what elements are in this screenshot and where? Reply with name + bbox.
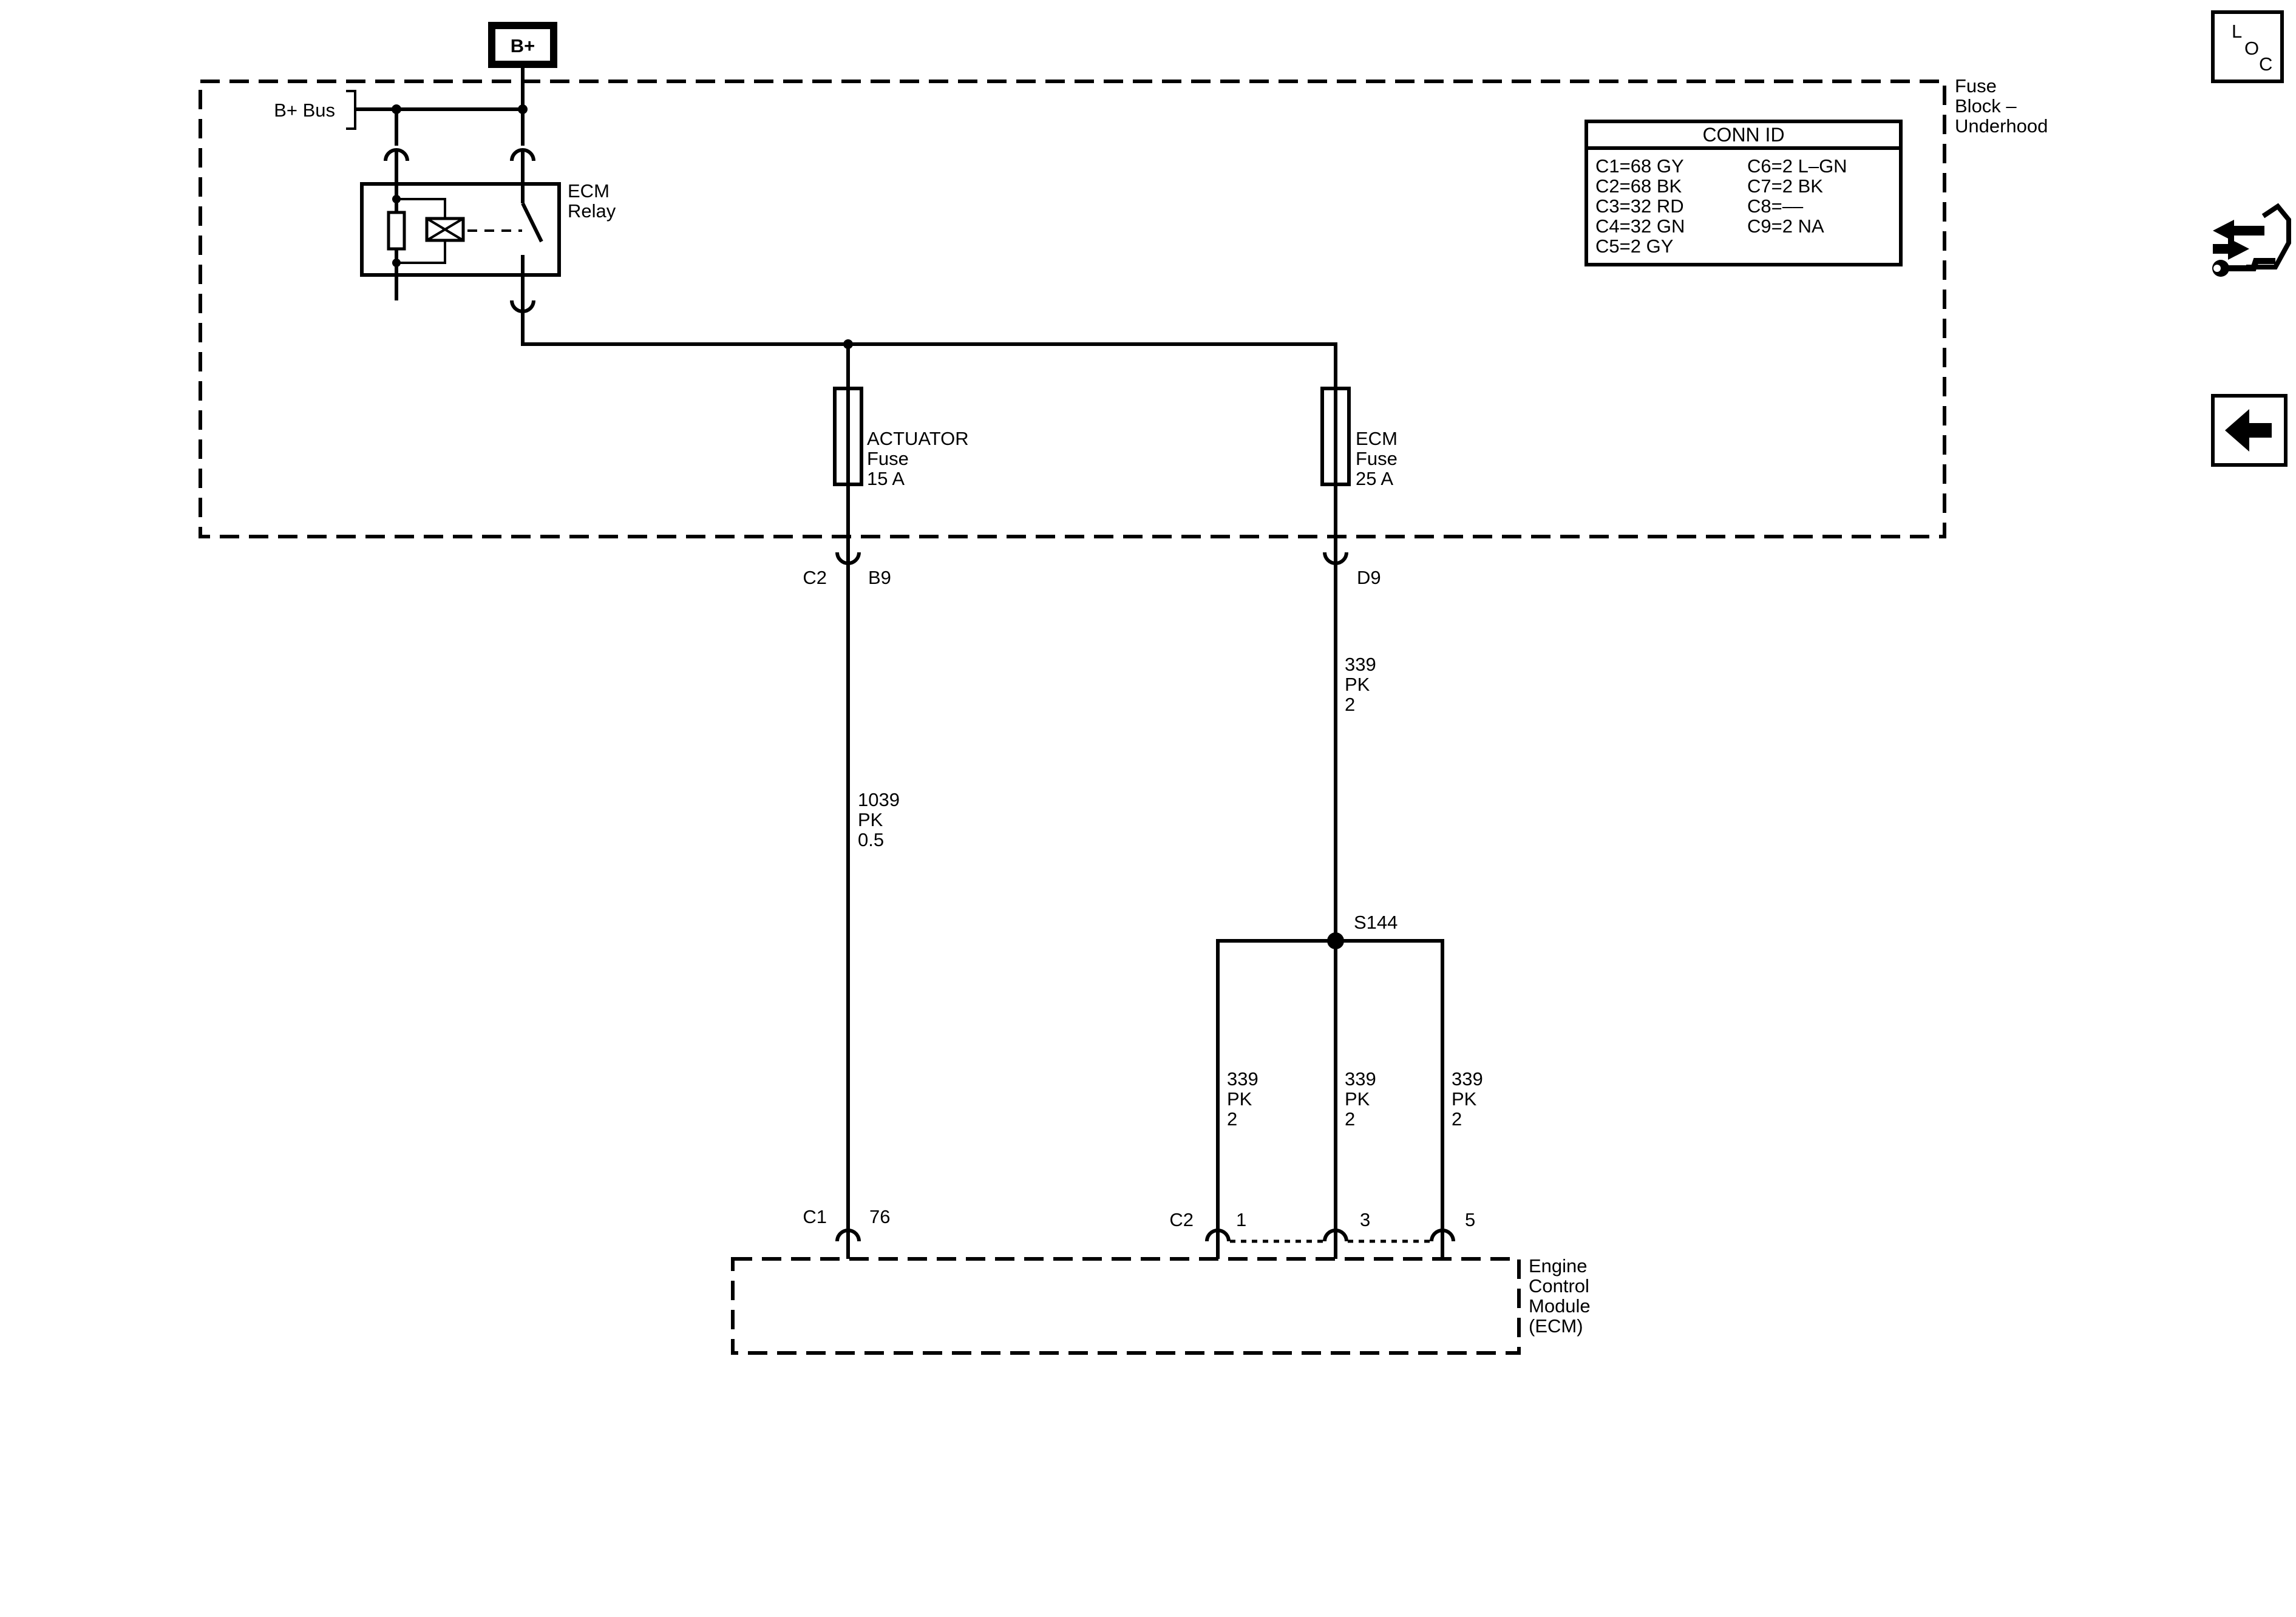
svg-text:ACTUATOR: ACTUATOR [867,428,969,449]
bplus-source: B+ [488,22,557,68]
ecm-relay-label-line1: ECM [568,180,610,202]
wire-339-mid-label: 339 PK 2 [1345,1068,1376,1130]
ecm-connector-c1: C1 76 [803,1206,890,1259]
svg-text:Block –: Block – [1955,95,2017,117]
svg-text:Fuse: Fuse [1356,448,1398,469]
svg-text:C1=68 GY: C1=68 GY [1595,155,1684,177]
svg-text:339: 339 [1345,654,1376,675]
pin-1-label: 1 [1236,1209,1246,1230]
loc-letter-o: O [2244,38,2259,59]
pin-76-label: 76 [869,1206,890,1227]
svg-text:Fuse: Fuse [867,448,909,469]
svg-text:Module: Module [1529,1295,1591,1317]
pin-b9-label: B9 [868,567,891,588]
wire-1039-label: 1039 PK 0.5 [858,789,900,850]
fuse-block-outline [199,80,1946,538]
connector-wrench-icon [2212,203,2291,277]
svg-text:C2=68 BK: C2=68 BK [1595,175,1682,197]
svg-text:Underhood: Underhood [1955,115,2048,137]
svg-text:PK: PK [1227,1088,1252,1110]
svg-text:C5=2 GY: C5=2 GY [1595,236,1673,257]
svg-text:0.5: 0.5 [858,829,884,850]
back-arrow-icon [2225,409,2272,452]
svg-text:(ECM): (ECM) [1529,1315,1583,1337]
svg-text:Engine: Engine [1529,1255,1588,1276]
bplus-label: B+ [511,35,535,56]
ecm-relay-label-line2: Relay [568,200,616,222]
ecm-module-outline [731,1257,1521,1355]
svg-text:15 A: 15 A [867,468,905,489]
wire-339-left-label: 339 PK 2 [1227,1068,1258,1130]
svg-text:339: 339 [1452,1068,1483,1090]
svg-text:339: 339 [1345,1068,1376,1090]
svg-text:2: 2 [1345,694,1355,715]
pin-5-label: 5 [1465,1209,1475,1230]
conn-id-title: CONN ID [1702,124,1784,146]
svg-text:C6=2 L–GN: C6=2 L–GN [1747,155,1847,177]
svg-text:C9=2 NA: C9=2 NA [1747,215,1824,237]
svg-text:C8=––: C8=–– [1747,195,1804,217]
svg-text:C4=32 GN: C4=32 GN [1595,215,1685,237]
actuator-fuse: ACTUATOR Fuse 15 A [833,387,969,489]
fuse-block-connector-c2: C2 B9 D9 [803,484,1381,1241]
ecm-c2-connector-label: C2 [1169,1209,1194,1230]
wire-339-upper-label: 339 PK 2 [1345,654,1376,715]
wire-339-right-label: 339 PK 2 [1452,1068,1483,1130]
ecm-fuse: ECM Fuse 25 A [1320,387,1398,489]
ecm-module-label: Engine Control Module (ECM) [1529,1255,1591,1337]
pin-3-label: 3 [1360,1209,1370,1230]
pin-d9-label: D9 [1357,567,1381,588]
svg-text:2: 2 [1452,1108,1462,1130]
svg-text:PK: PK [1345,1088,1370,1110]
ecm-connector-c2: C2 1 3 5 [1169,1209,1475,1259]
ecm-relay: ECM Relay [360,180,616,300]
conn-id-table: CONN ID C1=68 GY C2=68 BK C3=32 RD C4=32… [1584,120,1903,266]
svg-text:ECM: ECM [1356,428,1398,449]
svg-text:Control: Control [1529,1275,1589,1297]
svg-text:339: 339 [1227,1068,1258,1090]
loc-letter-c: C [2259,53,2272,75]
bplus-bus: B+ Bus [274,64,528,146]
back-button[interactable] [2211,394,2288,467]
svg-text:2: 2 [1345,1108,1355,1130]
svg-text:PK: PK [1345,674,1370,695]
svg-text:PK: PK [1452,1088,1477,1110]
svg-text:C7=2 BK: C7=2 BK [1747,175,1823,197]
c2-connector-label: C2 [803,567,827,588]
loc-letter-l: L [2232,21,2242,42]
relay-terminals [384,148,535,313]
fuse-block-label: Fuse Block – Underhood [1955,75,2048,137]
loc-button[interactable]: L O C [2211,10,2284,83]
relay-output-bus [521,311,1337,388]
splice-label: S144 [1354,912,1398,933]
svg-text:PK: PK [858,809,883,830]
splice-s144: S144 [1216,912,1444,1241]
svg-text:2: 2 [1227,1108,1237,1130]
bplus-bus-label: B+ Bus [274,100,335,121]
c1-connector-label: C1 [803,1206,827,1227]
connector-end-view-button[interactable] [2212,203,2291,277]
svg-text:Fuse: Fuse [1955,75,1997,97]
svg-text:25 A: 25 A [1356,468,1393,489]
svg-text:C3=32 RD: C3=32 RD [1595,195,1684,217]
svg-text:1039: 1039 [858,789,900,810]
